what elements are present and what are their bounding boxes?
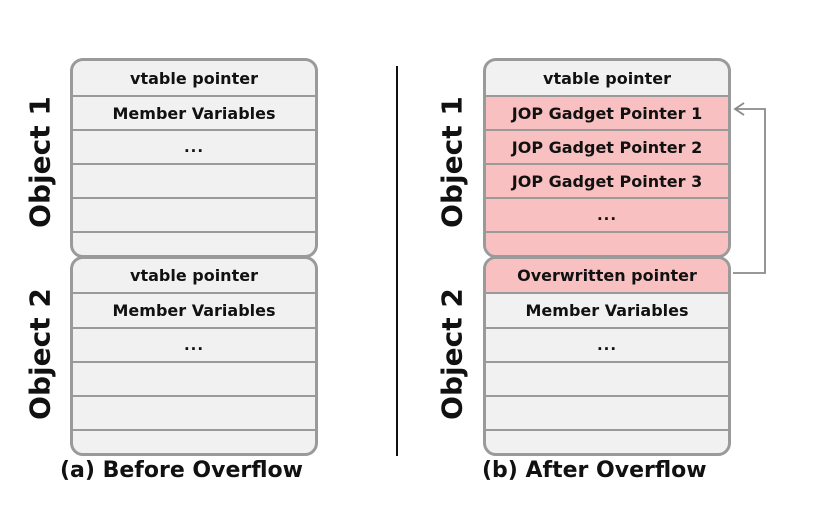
ellipsis-cell: ...: [486, 197, 728, 231]
arrow-line: [733, 108, 766, 274]
vtable-pointer-cell: vtable pointer: [130, 266, 258, 285]
ellipsis-cell: ...: [73, 327, 315, 361]
empty-cell: [73, 163, 315, 197]
empty-cell: [486, 429, 728, 453]
right-object-2-box: Overwritten pointer Member Variables ...: [483, 256, 731, 456]
empty-cell: [73, 197, 315, 231]
overwritten-pointer-cell: Overwritten pointer: [486, 259, 728, 292]
vtable-pointer-cell: vtable pointer: [130, 68, 258, 88]
divider-line: [396, 66, 398, 456]
right-object-1-box: vtable pointer JOP Gadget Pointer 1 JOP …: [483, 58, 731, 258]
arrow-head: [733, 102, 745, 116]
ellipsis-cell: ...: [73, 129, 315, 163]
caption-before-overflow: (a) Before Overflow: [60, 458, 303, 483]
member-variables-cell: Member Variables: [486, 292, 728, 327]
empty-cell: [73, 231, 315, 255]
caption-after-overflow: (b) After Overflow: [482, 458, 707, 483]
empty-cell: [486, 395, 728, 429]
empty-cell: [73, 429, 315, 453]
vtable-pointer-cell: vtable pointer: [543, 68, 671, 88]
empty-cell: [73, 395, 315, 429]
overflowed-cell: [486, 231, 728, 255]
empty-cell: [73, 361, 315, 395]
member-variables-cell: Member Variables: [73, 95, 315, 129]
jop-gadget-pointer-1-cell: JOP Gadget Pointer 1: [486, 95, 728, 129]
empty-cell: [486, 361, 728, 395]
member-variables-cell: Member Variables: [73, 292, 315, 327]
left-object-2-box: vtable pointer Member Variables ...: [70, 256, 318, 456]
jop-gadget-pointer-3-cell: JOP Gadget Pointer 3: [486, 163, 728, 197]
left-object-1-box: vtable pointer Member Variables ...: [70, 58, 318, 258]
ellipsis-cell: ...: [486, 327, 728, 361]
jop-gadget-pointer-2-cell: JOP Gadget Pointer 2: [486, 129, 728, 163]
